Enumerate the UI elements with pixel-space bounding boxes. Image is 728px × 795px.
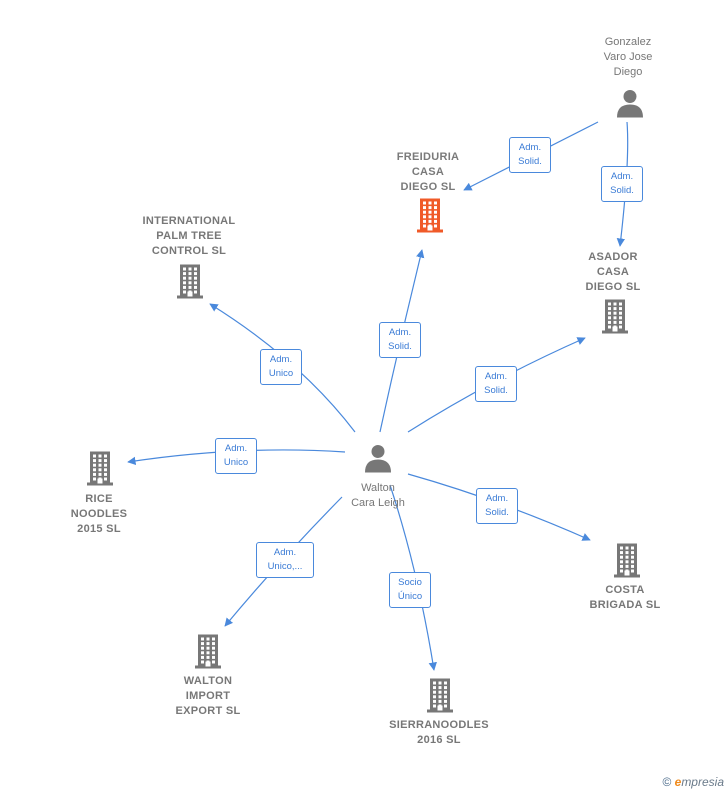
edge-badge-line: Solid. [388,341,412,352]
node-label-line: WALTON [183,675,233,687]
building-icon[interactable] [600,298,630,339]
node-label-line: CASA [596,266,630,278]
edge-badge-line: Solid. [484,385,508,396]
edge-badge-line: Adm. [518,142,542,153]
edge-badge-line: Solid. [518,156,542,167]
node-label-line: SIERRANOODLES [389,719,489,731]
edge-badge-line: Socio [398,577,422,588]
building-icon[interactable] [193,633,223,674]
node-label-line: CONTROL SL [151,245,227,257]
node-label-line: NOODLES [70,508,128,520]
edge-badge-center-to-freiduria[interactable]: Adm. Solid. [379,322,421,358]
node-label-line: EXPORT SL [175,705,241,717]
node-label-line: INTERNATIONAL [142,215,236,227]
node-label-line: Gonzalez [604,36,652,48]
node-label-international[interactable]: INTERNATIONAL PALM TREE CONTROL SL [143,214,236,259]
building-icon[interactable] [85,450,115,491]
node-label-line: Diego [613,66,643,78]
node-label-line: RICE [85,493,113,505]
brand-logo[interactable]: empresia [674,775,724,789]
node-label-line: DIEGO SL [400,181,456,193]
edge-badge-line: Unico,... [267,561,303,572]
edge-badge-line: Solid. [485,507,509,518]
node-label-asador[interactable]: ASADOR CASA DIEGO SL [586,250,641,295]
building-icon[interactable] [175,263,205,304]
node-label-line: IMPORT [185,690,231,702]
person-icon[interactable] [363,443,393,478]
node-label-line: 2016 SL [417,734,461,746]
building-icon[interactable] [425,677,455,718]
edge-badge-center-to-rice[interactable]: Adm. Unico [215,438,257,474]
node-label-costa[interactable]: COSTA BRIGADA SL [589,583,660,613]
edge-badge-line: Unico [268,368,294,379]
person-icon[interactable] [615,88,645,123]
building-icon[interactable] [415,197,445,238]
edge-badge-gonzalez-to-freiduria[interactable]: Adm. Solid. [509,137,551,173]
edge-badge-line: Solid. [610,185,634,196]
node-label-line: Varo Jose [603,51,653,63]
edge-badge-line: Adm. [610,171,634,182]
node-label-walton_import[interactable]: WALTON IMPORT EXPORT SL [175,674,240,719]
edge-badge-center-to-costa[interactable]: Adm. Solid. [476,488,518,524]
node-label-line: FREIDURIA [396,151,460,163]
node-label-line: CASA [411,166,445,178]
edge-badge-center-to-international[interactable]: Adm. Unico [260,349,302,385]
copyright-symbol: © [662,775,672,789]
edge-badge-line: Adm. [273,547,297,558]
node-label-line: COSTA [605,584,645,596]
node-label-line: BRIGADA SL [589,599,661,611]
edge-badge-line: Único [397,591,423,602]
node-label-line: Cara Leigh [351,497,405,509]
node-label-sierranoodles[interactable]: SIERRANOODLES 2016 SL [389,718,489,748]
edges-layer [127,121,629,671]
edge-badge-center-to-asador[interactable]: Adm. Solid. [475,366,517,402]
edge-badge-gonzalez-to-asador[interactable]: Adm. Solid. [601,166,643,202]
node-label-line: PALM TREE [156,230,222,242]
edge-badge-line: Adm. [269,354,293,365]
node-label-rice[interactable]: RICE NOODLES 2015 SL [71,492,128,537]
building-icon[interactable] [612,542,642,583]
node-label-line: Walton [361,482,395,494]
node-label-line: DIEGO SL [585,281,641,293]
edge-badge-line: Unico [223,457,249,468]
edge-badge-line: Adm. [485,493,509,504]
edge-badge-line: Adm. [224,443,248,454]
footer: © empresia [662,775,724,789]
node-label-freiduria[interactable]: FREIDURIA CASA DIEGO SL [397,150,460,195]
node-label-line: 2015 SL [77,523,121,535]
edge-badge-line: Adm. [388,327,412,338]
edge-badge-center-to-walton_import[interactable]: Adm. Unico,... [256,542,314,578]
node-label-line: ASADOR [588,251,638,263]
edge-badge-line: Adm. [484,371,508,382]
